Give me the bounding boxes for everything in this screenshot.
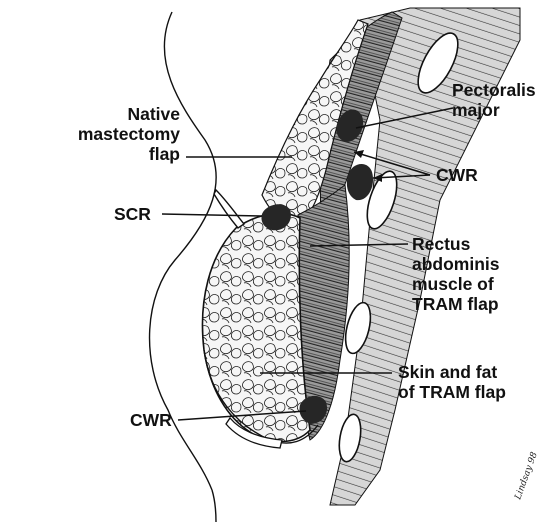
label-pectoralis-major: Pectoralis major bbox=[452, 80, 536, 120]
label-native-mastectomy-flap: Native mastectomy flap bbox=[50, 104, 180, 164]
skin-contour bbox=[150, 12, 217, 522]
label-rectus-abdominis: Rectus abdominis muscle of TRAM flap bbox=[412, 234, 500, 314]
label-cwr-upper: CWR bbox=[436, 165, 478, 185]
label-scr: SCR bbox=[114, 204, 151, 224]
label-cwr-lower: CWR bbox=[130, 410, 172, 430]
signature: Lindsay 98 bbox=[513, 451, 540, 502]
label-skin-and-fat: Skin and fat of TRAM flap bbox=[398, 362, 506, 402]
